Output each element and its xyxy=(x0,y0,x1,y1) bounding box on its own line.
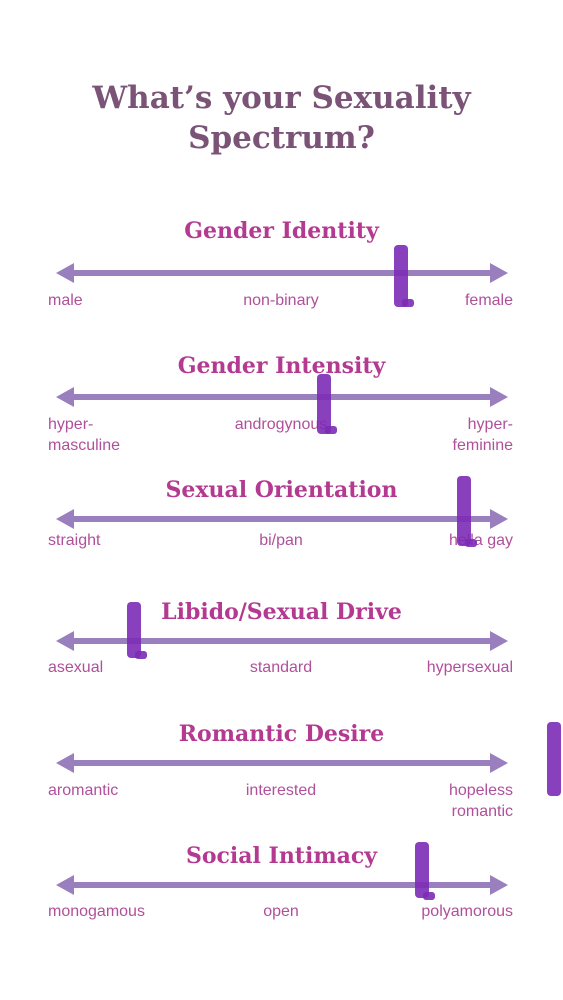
arrow-right-icon xyxy=(490,387,508,407)
page-title-line-1: What’s your Sexuality xyxy=(92,80,471,116)
spectrum-left-label: monogamous xyxy=(48,903,145,920)
spectrum-marker-foot xyxy=(422,892,435,900)
spectrum-left-label: male xyxy=(48,292,83,309)
spectrum-right-label: hyper- feminine xyxy=(452,416,513,454)
spectrum-middle-label: open xyxy=(263,903,299,920)
spectrum-gender-intensity: Gender Intensity hyper- masculine androg… xyxy=(0,352,563,462)
arrow-left-icon xyxy=(56,263,74,283)
spectrum-marker xyxy=(393,245,408,307)
arrow-right-icon xyxy=(490,753,508,773)
arrow-right-icon xyxy=(490,875,508,895)
spectrum-sexual-orientation: Sexual Orientation straight bi/pan hella… xyxy=(0,476,563,586)
spectrum-heading: Romantic Desire xyxy=(178,721,385,747)
spectrum-marker xyxy=(317,374,332,434)
spectrum-heading: Sexual Orientation xyxy=(165,477,398,503)
spectrum-heading: Social Intimacy xyxy=(185,843,378,869)
spectrum-marker xyxy=(547,722,561,796)
spectrum-heading: Gender Identity xyxy=(184,218,379,244)
spectrum-left-label: asexual xyxy=(48,659,104,676)
spectrum-left-label: aromantic xyxy=(48,782,119,799)
spectrum-middle-label: androgynous xyxy=(234,416,328,433)
spectrum-marker-foot xyxy=(401,299,414,307)
spectrum-gender-identity: Gender Identity male non-binary female xyxy=(0,217,563,327)
spectrum-marker xyxy=(414,842,429,898)
spectrum-axis xyxy=(70,270,494,276)
spectrum-marker xyxy=(126,602,141,658)
arrow-right-icon xyxy=(490,263,508,283)
spectrum-middle-label: bi/pan xyxy=(259,532,303,549)
arrow-left-icon xyxy=(56,753,74,773)
spectrum-libido: Libido/Sexual Drive asexual standard hyp… xyxy=(0,598,563,708)
arrow-left-icon xyxy=(56,387,74,407)
spectrum-right-label: female xyxy=(464,292,513,309)
spectrum-romantic-desire: Romantic Desire aromantic interested hop… xyxy=(0,720,563,830)
spectrum-marker-foot xyxy=(465,539,478,547)
spectrum-axis xyxy=(70,760,494,766)
spectrum-marker-foot xyxy=(325,426,338,434)
spectrum-left-label: straight xyxy=(48,532,101,549)
arrow-right-icon xyxy=(490,631,508,651)
spectrum-axis xyxy=(70,882,494,888)
spectrum-right-label: hypersexual xyxy=(426,659,513,676)
arrow-right-icon xyxy=(490,509,508,529)
spectrum-marker-foot xyxy=(134,651,147,659)
spectrum-middle-label: interested xyxy=(245,782,317,799)
arrow-left-icon xyxy=(56,509,74,529)
spectrum-axis xyxy=(70,638,494,644)
spectrum-right-label: hopeless romantic xyxy=(448,782,513,820)
spectrum-axis xyxy=(70,516,494,522)
spectrum-left-label: hyper- masculine xyxy=(48,416,121,454)
spectrum-right-label: polyamorous xyxy=(421,903,513,920)
spectrum-middle-label: non-binary xyxy=(243,292,319,309)
spectrum-axis xyxy=(70,394,494,400)
spectrum-middle-label: standard xyxy=(249,659,313,676)
page-title: What’s your Sexuality Spectrum? xyxy=(0,78,563,158)
arrow-left-icon xyxy=(56,631,74,651)
arrow-left-icon xyxy=(56,875,74,895)
spectrum-social-intimacy: Social Intimacy monogamous open polyamor… xyxy=(0,842,563,952)
spectrum-heading: Libido/Sexual Drive xyxy=(161,599,402,625)
spectrum-marker xyxy=(457,476,472,546)
spectrum-heading: Gender Intensity xyxy=(177,353,386,379)
page-title-line-2: Spectrum? xyxy=(188,120,375,156)
